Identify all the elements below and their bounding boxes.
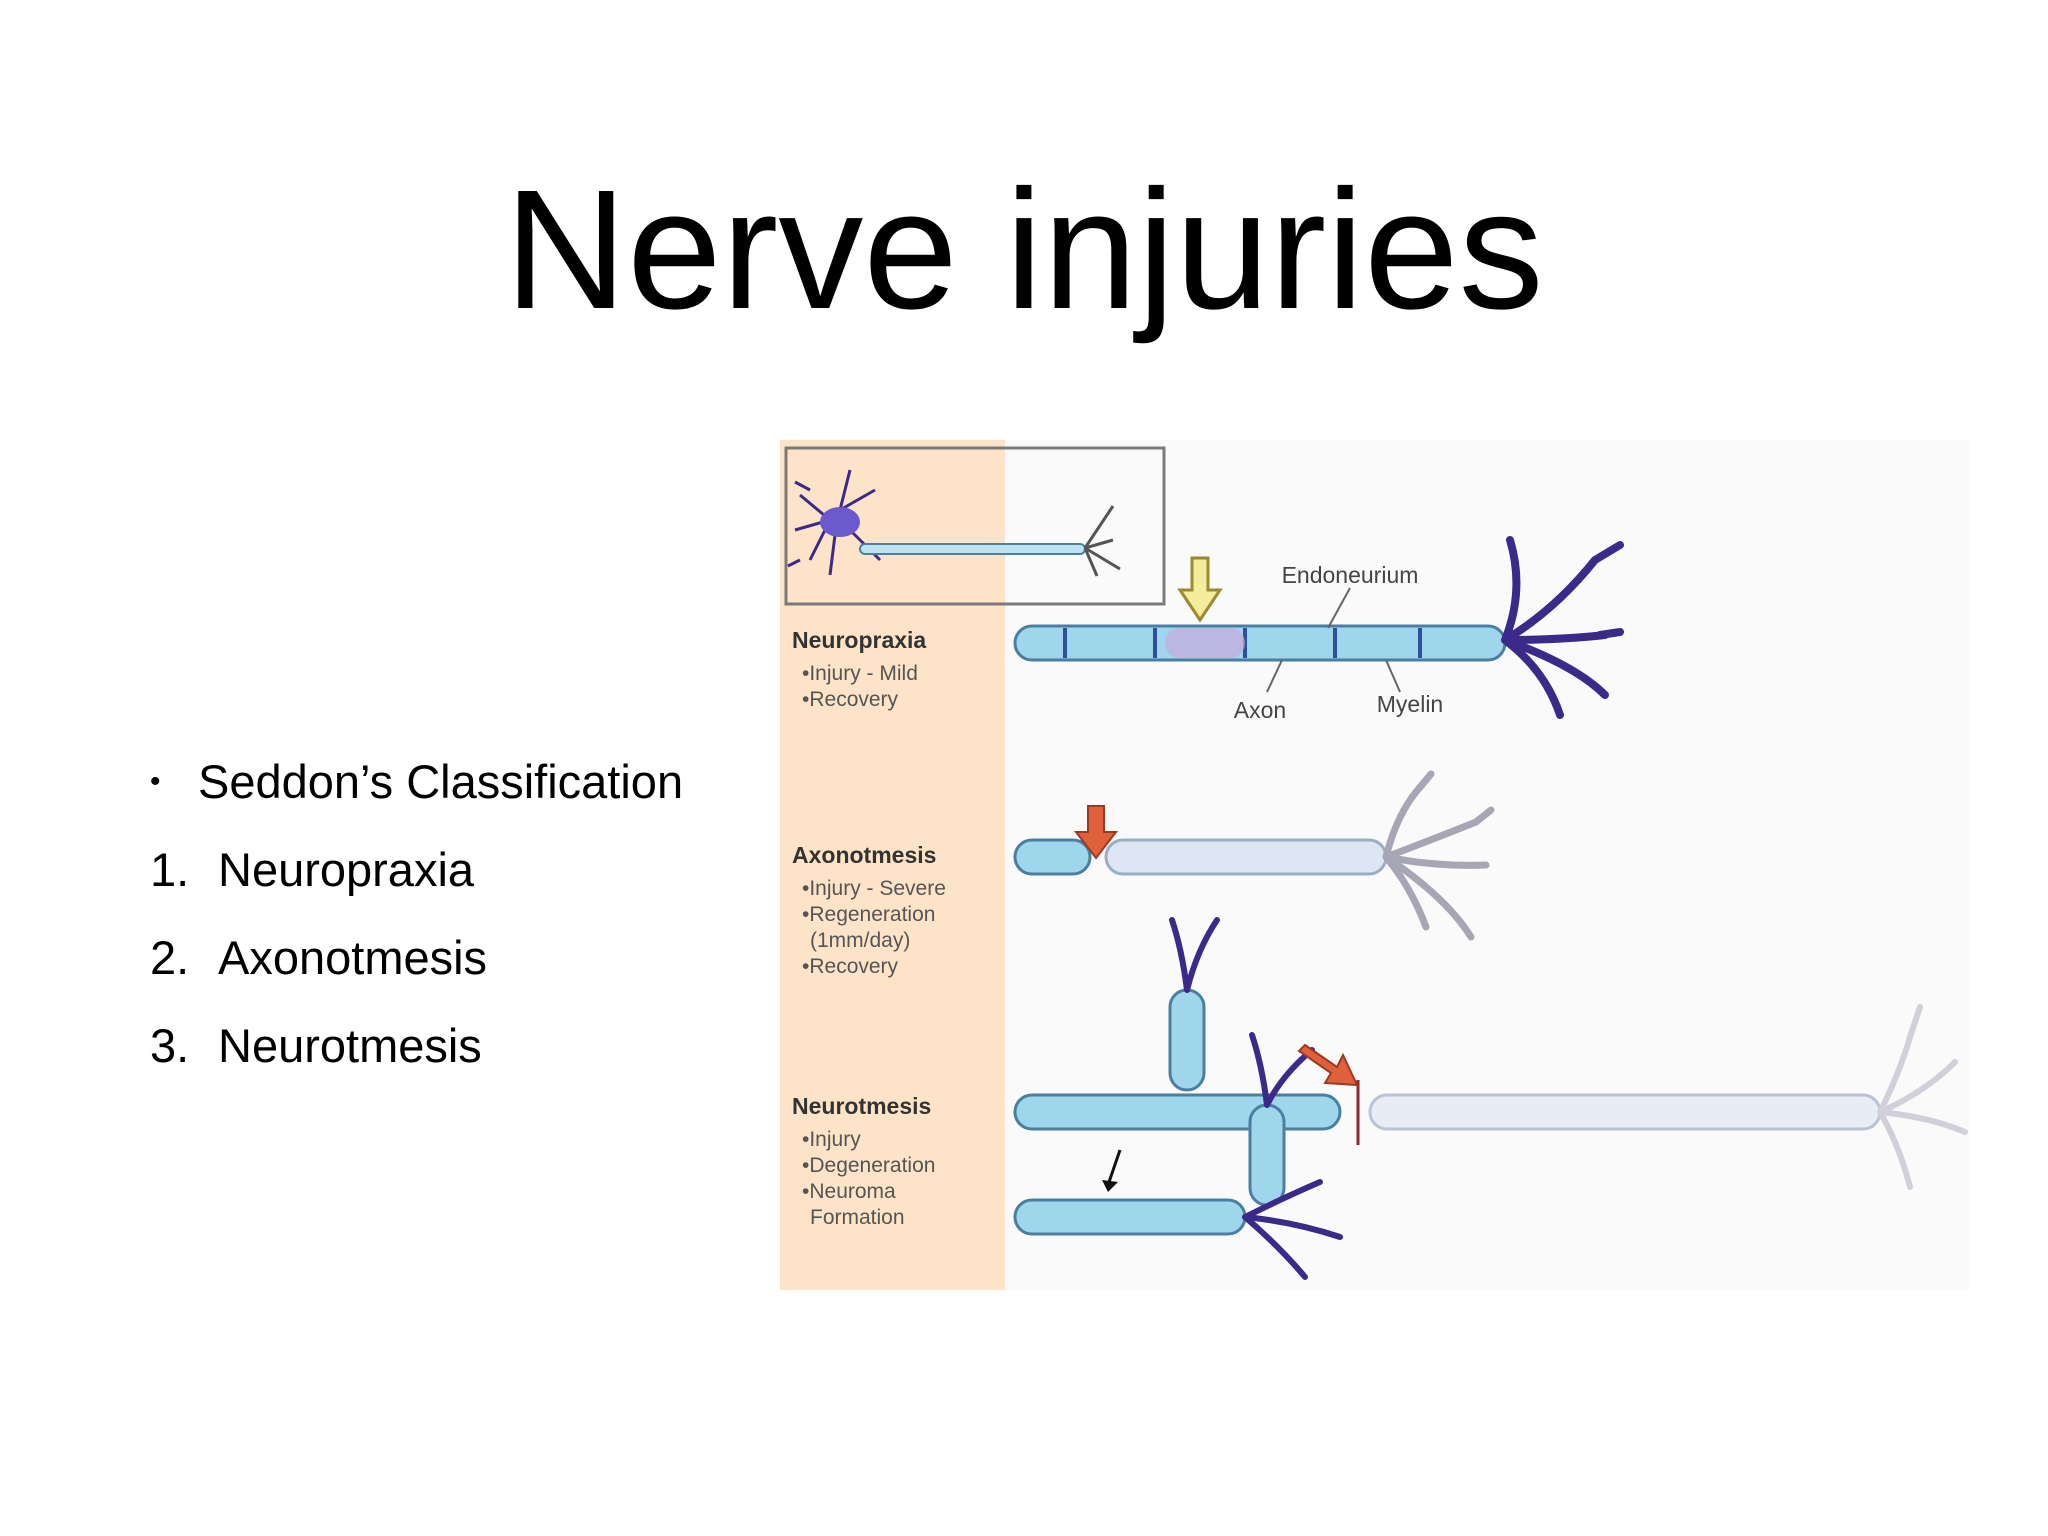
neurotmesis-sprout-2 bbox=[1248, 1103, 1286, 1207]
diagram-sidebar bbox=[780, 440, 1005, 1290]
list-label: Axonotmesis bbox=[218, 931, 488, 984]
list-item-axonotmesis: 2. Axonotmesis bbox=[150, 928, 750, 1016]
neuroma-arrow bbox=[1106, 1149, 1122, 1186]
list-item-neurotmesis: 3. Neurotmesis bbox=[150, 1016, 750, 1104]
bullet-item: • Seddon’s Classification bbox=[150, 752, 750, 840]
nerve-injury-diagram: Endoneurium Axon Myelin Neuropraxia •Inj… bbox=[780, 440, 1970, 1290]
neurotmesis-row bbox=[1013, 917, 1968, 1280]
axonotmesis-row bbox=[1013, 770, 1495, 941]
neuroma-arrowhead bbox=[1102, 1180, 1118, 1192]
neuropraxia-fiber bbox=[1013, 624, 1507, 662]
neuropraxia-terminals bbox=[1501, 536, 1624, 719]
list-item-neuropraxia: 1. Neuropraxia bbox=[150, 840, 750, 928]
axonotmesis-heading: Axonotmesis bbox=[792, 842, 936, 868]
inset-neuron-panel bbox=[784, 446, 1166, 606]
endoneurium-pointer bbox=[1327, 587, 1351, 629]
axonotmesis-detail-3: (1mm/day) bbox=[810, 929, 910, 952]
neurotmesis-distal-fiber bbox=[1368, 1093, 1882, 1131]
neurotmesis-detail-1: •Injury bbox=[802, 1128, 861, 1151]
neuropraxia-arrow bbox=[1177, 556, 1223, 623]
neuropraxia-nodes bbox=[1063, 628, 1422, 658]
list-label: Neurotmesis bbox=[218, 1019, 482, 1072]
axonotmesis-detail-4: •Recovery bbox=[802, 955, 899, 978]
myelin-label: Myelin bbox=[1377, 691, 1443, 717]
axonotmesis-degenerating-fiber bbox=[1104, 838, 1388, 876]
neuropraxia-detail-1: •Injury - Mild bbox=[802, 662, 918, 685]
list-number: 3. bbox=[150, 1019, 190, 1072]
neuroma-terminals bbox=[1169, 917, 1343, 1280]
classification-list: • Seddon’s Classification 1.Neuropraxia … bbox=[150, 752, 750, 1104]
axon-label: Axon bbox=[1234, 697, 1286, 723]
inset-axon bbox=[859, 543, 1086, 555]
neuropraxia-row: Endoneurium Axon Myelin bbox=[1013, 536, 1624, 723]
neurotmesis-detail-4: Formation bbox=[810, 1206, 905, 1229]
myelin-pointer bbox=[1385, 659, 1401, 693]
list-label: Neuropraxia bbox=[218, 843, 475, 896]
neurotmesis-detail-2: •Degeneration bbox=[802, 1154, 935, 1177]
neurotmesis-arrow bbox=[1297, 1043, 1359, 1087]
neurotmesis-sprouting-fiber bbox=[1013, 1198, 1247, 1236]
neuropraxia-injury-site bbox=[1165, 628, 1245, 658]
neurotmesis-proximal-fiber bbox=[1013, 1093, 1342, 1131]
axonotmesis-detail-2: •Regeneration bbox=[802, 903, 935, 926]
neurotmesis-degenerated-terminals bbox=[1877, 1004, 1968, 1190]
axon-pointer bbox=[1266, 659, 1283, 693]
neuropraxia-detail-2: •Recovery bbox=[802, 688, 899, 711]
inset-frame bbox=[784, 446, 1166, 606]
bullet-dot: • bbox=[150, 765, 161, 798]
neurotmesis-heading: Neurotmesis bbox=[792, 1093, 931, 1119]
sidebar-text: Neuropraxia •Injury - Mild •Recovery Axo… bbox=[792, 627, 946, 1229]
inset-terminals bbox=[1083, 505, 1121, 577]
axonotmesis-proximal-fiber bbox=[1013, 838, 1092, 876]
list-number: 1. bbox=[150, 843, 190, 896]
endoneurium-label: Endoneurium bbox=[1282, 562, 1419, 588]
neurotmesis-sprout-1 bbox=[1168, 988, 1206, 1092]
inset-cell-body bbox=[820, 507, 860, 537]
neurotmesis-detail-3: •Neuroma bbox=[802, 1180, 896, 1203]
list-number: 2. bbox=[150, 931, 190, 984]
axonotmesis-terminals bbox=[1382, 770, 1495, 941]
bullet-text: Seddon’s Classification bbox=[198, 755, 684, 808]
axonotmesis-arrow bbox=[1073, 805, 1119, 860]
axonotmesis-detail-1: •Injury - Severe bbox=[802, 877, 946, 900]
slide-title: Nerve injuries bbox=[504, 155, 1544, 345]
neuropraxia-heading: Neuropraxia bbox=[792, 627, 926, 653]
